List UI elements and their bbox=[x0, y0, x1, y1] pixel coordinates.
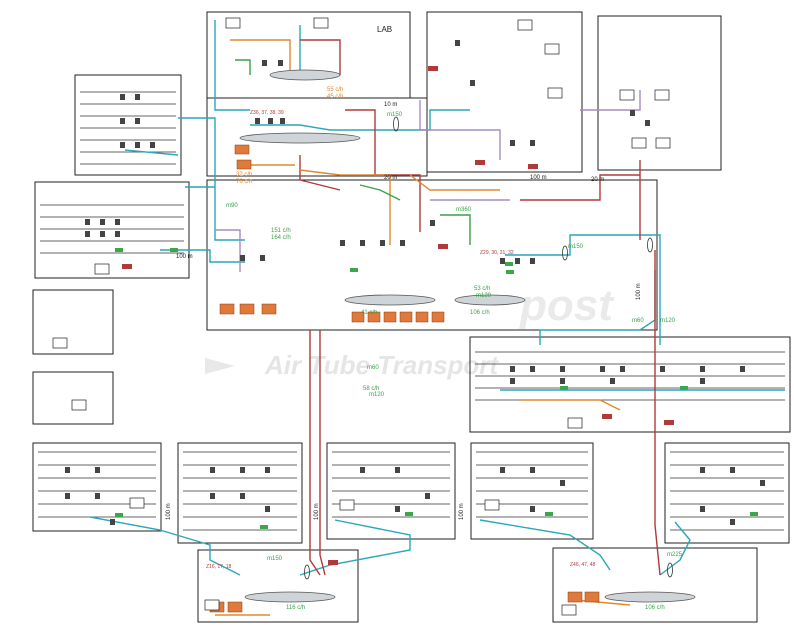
flow-label-58: 58 c/h bbox=[363, 386, 379, 392]
zone-top-middle bbox=[426, 11, 583, 173]
zone-label-c: Z16, 17, 18 bbox=[206, 564, 232, 570]
zone-floor-1 bbox=[206, 97, 428, 177]
distance-20m-a: 20 m bbox=[384, 175, 397, 181]
m150-label-b: m150 bbox=[568, 244, 584, 250]
flow-label-mid-c: 151 c/h bbox=[271, 228, 291, 234]
tube-bundle-markers bbox=[304, 116, 673, 580]
flow-label-mid-d: 164 c/h bbox=[271, 235, 291, 241]
zone-bottom-hub-left bbox=[197, 549, 359, 623]
watermark: Air Tube Transport post bbox=[205, 281, 615, 380]
distance-10m: 10 m bbox=[384, 102, 397, 108]
m150-label-c: m150 bbox=[267, 556, 283, 562]
m60-label-a: m60 bbox=[367, 365, 379, 371]
tube-hubs bbox=[239, 69, 696, 603]
zone-label-b: Z29, 30, 31, 32 bbox=[480, 250, 514, 256]
flow-label-106: 106 c/h bbox=[470, 310, 490, 316]
m120-label-c: m120 bbox=[660, 318, 676, 324]
hub-bottom-left bbox=[244, 591, 336, 603]
orange-stations bbox=[209, 144, 600, 613]
zone-right-middle bbox=[469, 336, 791, 433]
station-nodes-left-upper bbox=[120, 94, 155, 148]
zone-bottom-2 bbox=[177, 442, 303, 544]
tube-stations bbox=[65, 40, 765, 525]
distance-100m-e: 100 m bbox=[314, 503, 320, 520]
m360-label: m360 bbox=[456, 207, 472, 213]
hub-floor-0-left bbox=[344, 294, 436, 306]
flow-label-53: 53 c/h bbox=[474, 286, 490, 292]
zone-left-middle bbox=[34, 181, 190, 279]
m120-label-a: m120 bbox=[369, 392, 385, 398]
flow-label-41: 41 c/h bbox=[361, 310, 377, 316]
distance-100m-a: 100 m bbox=[530, 175, 547, 181]
controller-boxes bbox=[52, 17, 671, 616]
distance-100m-f: 100 m bbox=[459, 503, 465, 520]
zone-bottom-3 bbox=[326, 442, 456, 540]
tube-lines bbox=[89, 20, 785, 616]
flow-label-106-bottom: 106 c/h bbox=[645, 605, 665, 611]
flow-label-116: 116 c/h bbox=[286, 605, 305, 611]
zone-top-right bbox=[597, 15, 722, 171]
station-rails bbox=[38, 91, 785, 531]
distance-20m-b: 20 m bbox=[591, 177, 604, 183]
watermark-arrow-icon bbox=[205, 358, 235, 374]
hub-bottom-right bbox=[604, 591, 696, 603]
zone-legend-1 bbox=[32, 289, 114, 355]
flow-label-top: 55 c/h bbox=[327, 87, 343, 93]
zone-legend-2 bbox=[32, 371, 114, 425]
station-nodes-right-middle bbox=[510, 366, 745, 384]
distance-100m-c: 100 m bbox=[636, 283, 642, 300]
m225-label: m225 bbox=[667, 552, 683, 558]
labels: LAB 10 m 20 m 20 m 100 m 100 m 100 m 100… bbox=[166, 25, 683, 611]
distance-100m-d: 100 m bbox=[166, 503, 172, 520]
flow-label-top-b: 45 c/h bbox=[327, 94, 343, 100]
m60-label-b: m60 bbox=[632, 318, 644, 324]
watermark-air-tube-text: Air Tube Transport bbox=[264, 350, 499, 380]
distance-100m-b: 100 m bbox=[176, 254, 193, 260]
station-nodes-left-mid bbox=[85, 219, 120, 237]
lab-title: LAB bbox=[377, 25, 392, 34]
green-diverter-markers bbox=[115, 248, 758, 529]
hub-floor-1 bbox=[239, 132, 361, 144]
zone-bottom-hub-right bbox=[552, 547, 758, 623]
m150-label-a: m150 bbox=[387, 112, 403, 118]
watermark-post-text: post bbox=[519, 281, 615, 330]
hub-lab bbox=[269, 69, 341, 81]
zone-label-a: Z36, 37, 38, 39 bbox=[250, 110, 284, 116]
flow-label-mid-a: 32 c/h bbox=[236, 172, 252, 178]
zone-bottom-5 bbox=[664, 442, 790, 544]
station-nodes-core bbox=[240, 40, 650, 264]
zone-tags bbox=[122, 66, 674, 565]
flow-label-mid-b: 76 c/h bbox=[236, 179, 252, 185]
zone-left-upper bbox=[74, 74, 182, 176]
hub-floor-0-right bbox=[454, 294, 526, 306]
zone-bottom-1 bbox=[32, 442, 162, 532]
m90-label: m90 bbox=[226, 203, 238, 209]
station-nodes-bottom bbox=[65, 467, 765, 525]
m120-label-b: m120 bbox=[476, 293, 492, 299]
zone-bottom-4 bbox=[470, 442, 594, 540]
zone-frames bbox=[32, 11, 791, 623]
zone-label-d: Z46, 47, 48 bbox=[570, 562, 596, 568]
zone-floor-0 bbox=[206, 179, 658, 331]
